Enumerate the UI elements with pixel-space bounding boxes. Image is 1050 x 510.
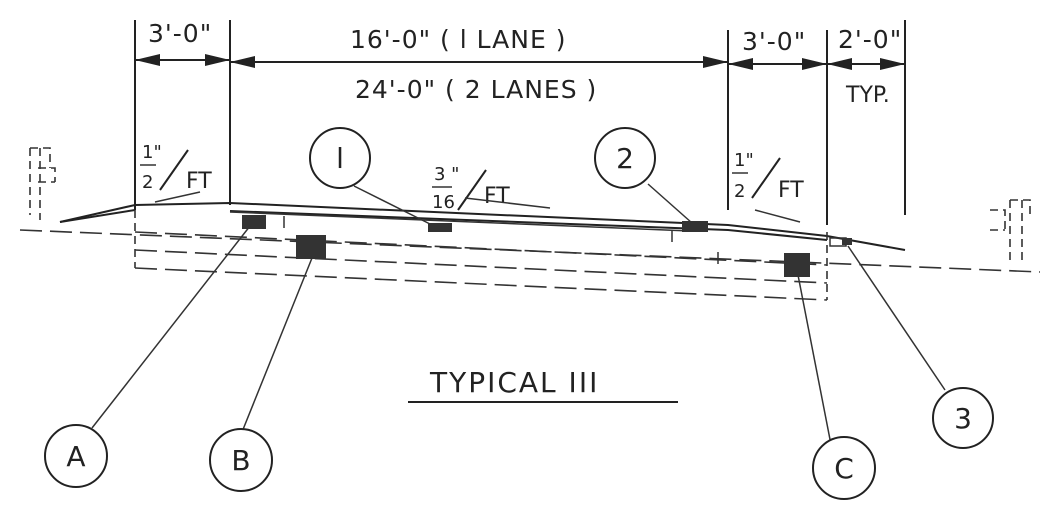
slope-left-numerator: 1" [142, 142, 162, 163]
dim-lane-single: 16'-0" ( l LANE ) [350, 25, 566, 54]
dimension-lines [135, 54, 905, 70]
drawing-title: TYPICAL III [429, 366, 599, 399]
roadway-profile [59, 201, 906, 251]
extension-lines [134, 20, 906, 225]
dim-offset-note: TYP. [845, 83, 890, 108]
slope-left-denominator: 2 [142, 172, 153, 193]
slope-center-denominator: 16 [432, 192, 455, 213]
callout-b: B [209, 428, 273, 492]
callout-2: 2 [594, 127, 656, 189]
callout-b-label: B [231, 444, 250, 477]
slope-center-numerator: 3 " [434, 164, 459, 185]
block-c [784, 253, 810, 277]
callout-3-label: 3 [954, 402, 972, 435]
right-guardrail-sketch [990, 199, 1031, 264]
dim-offset-right: 2'-0" [838, 25, 902, 54]
slope-center: 3 " 16 FT [432, 164, 551, 213]
callout-a-label: A [66, 440, 85, 473]
slope-right: 1" 2 FT [732, 150, 804, 223]
slope-center-unit: FT [484, 184, 510, 209]
callout-1-label: l [336, 142, 344, 175]
block-3 [842, 238, 852, 245]
block-a [242, 215, 266, 229]
callout-3: 3 [932, 387, 994, 449]
callout-2-label: 2 [616, 142, 634, 175]
block-b [296, 235, 326, 259]
callout-c-label: C [834, 452, 854, 485]
block-2 [682, 221, 708, 232]
slope-left: 1" 2 FT [140, 142, 212, 203]
block-1 [428, 223, 452, 232]
callout-1: l [309, 127, 371, 189]
left-guardrail-sketch [29, 147, 56, 220]
dim-lane-double: 24'-0" ( 2 LANES ) [355, 75, 597, 104]
dim-shoulder-left: 3'-0" [148, 19, 212, 48]
slope-left-unit: FT [186, 169, 212, 194]
slope-right-numerator: 1" [734, 150, 754, 171]
slope-right-unit: FT [778, 178, 804, 203]
callout-c: C [812, 436, 876, 500]
slope-right-denominator: 2 [734, 181, 745, 202]
subgrade-lines [19, 210, 1041, 301]
callout-a: A [44, 424, 108, 488]
leader-lines [91, 183, 946, 461]
dim-shoulder-right: 3'-0" [742, 27, 806, 56]
